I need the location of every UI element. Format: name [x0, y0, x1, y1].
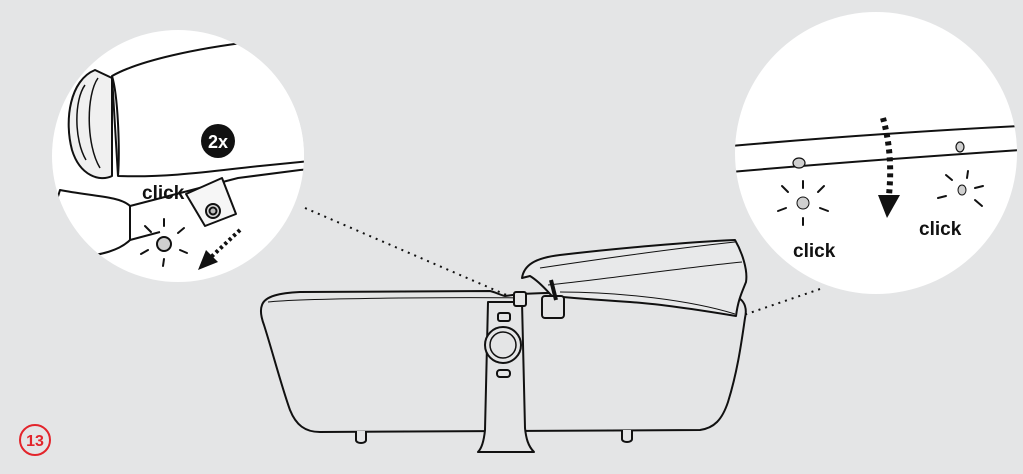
click-label-right-detail-2: click: [919, 219, 962, 240]
right-detail-circle: [735, 12, 1017, 294]
step-number: 13: [26, 433, 44, 450]
hood-bracket: [541, 295, 565, 319]
click-label-left-detail: click: [142, 183, 185, 204]
carrycot-foot-right: [621, 430, 633, 443]
click-label-right-detail-1: click: [793, 241, 836, 262]
repeat-badge-label: 2x: [208, 132, 228, 152]
carrycot-foot-left: [355, 431, 367, 444]
connector-right: [734, 288, 821, 319]
step-number-badge: 13: [19, 424, 51, 456]
left-detail-view: 2x click: [52, 30, 304, 282]
curved-dashed-arrow-icon: [878, 117, 900, 218]
click-burst-icon: [937, 170, 984, 207]
repeat-badge: [201, 124, 235, 158]
dashed-arrow-icon: [198, 228, 242, 270]
carrycot: [259, 239, 748, 453]
connector-left: [304, 207, 519, 301]
click-burst-icon: [140, 218, 188, 267]
connector-lines: [304, 207, 821, 319]
click-burst-icon: [777, 180, 829, 226]
right-detail-view: click click: [735, 12, 1017, 294]
